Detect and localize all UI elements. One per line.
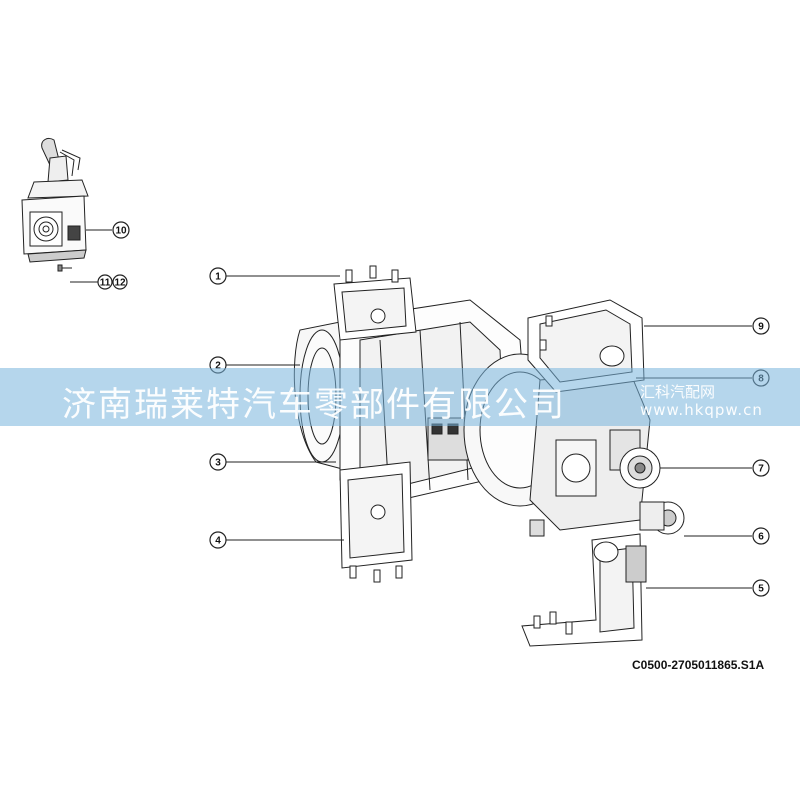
watermark-url: www.hkqpw.cn [640, 401, 763, 419]
callout-label: 1 [215, 272, 221, 283]
callout-6: 6 [752, 527, 770, 545]
callout-label: 5 [758, 584, 764, 595]
watermark-site-name: 汇科汽配网 [640, 383, 716, 401]
transmission-assembly [293, 265, 685, 647]
callout-label: 3 [215, 458, 221, 469]
callout-4: 4 [209, 531, 227, 549]
callout-label: 2 [215, 361, 221, 372]
callout-label: 7 [758, 464, 764, 475]
callout-label: 4 [215, 536, 221, 547]
shift-lever-unit [21, 137, 89, 272]
callout-5: 5 [752, 579, 770, 597]
leader-lines [70, 229, 752, 589]
callout-7: 7 [752, 459, 770, 477]
callout-label: 10 [115, 226, 127, 237]
callout-label: 6 [758, 532, 764, 543]
callout-label: 9 [758, 322, 764, 333]
callout-11: 11 [97, 274, 113, 290]
callout-1: 1 [209, 267, 227, 285]
callout-12: 12 [112, 274, 128, 290]
callout-label: 11 [100, 278, 111, 289]
drawing-code: C0500-2705011865.S1A [632, 658, 765, 672]
callout-3: 3 [209, 453, 227, 471]
callout-10: 10 [112, 221, 130, 239]
watermark-banner [0, 368, 800, 426]
callout-9: 9 [752, 317, 770, 335]
watermark-company-name: 济南瑞莱特汽车零部件有限公司 [62, 385, 566, 425]
callout-label: 12 [114, 278, 126, 289]
